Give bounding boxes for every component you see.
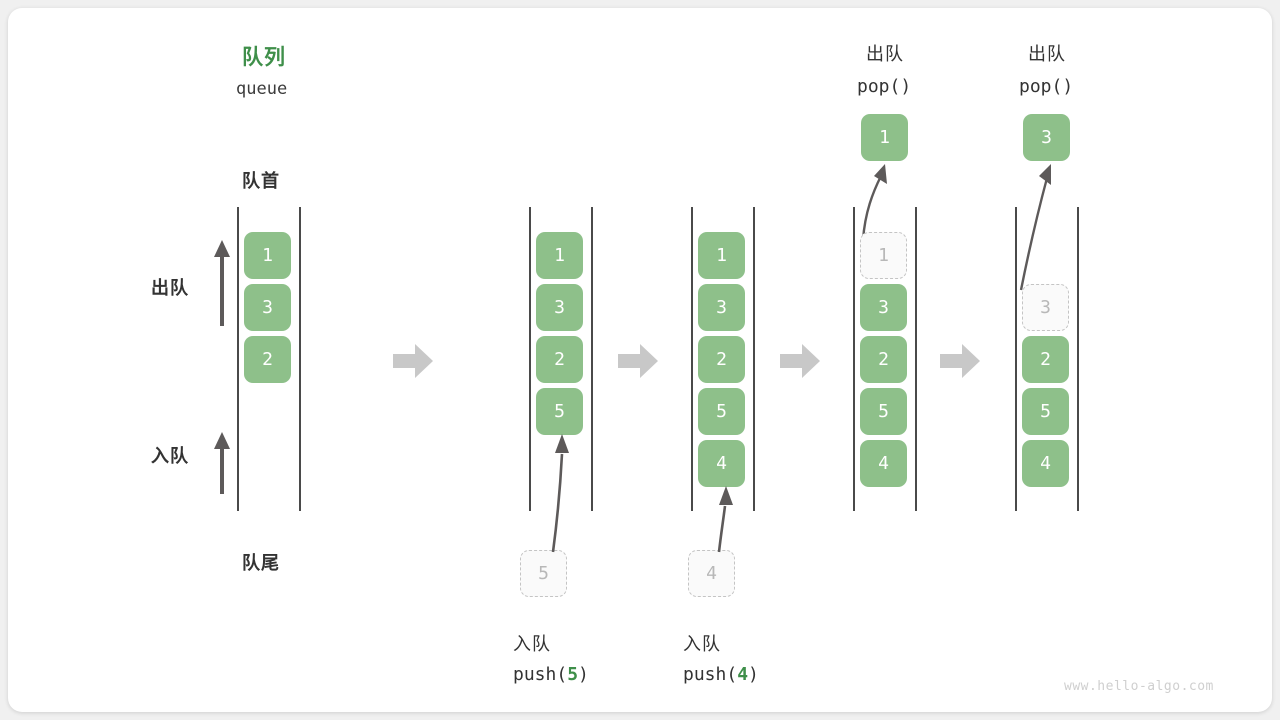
queue-cell: 3 (244, 284, 291, 331)
diagram-title-en: queue (236, 79, 288, 99)
queue-rail-left-4 (853, 207, 855, 511)
incoming-ghost-cell: 4 (688, 550, 735, 597)
pop2-code: pop() (1019, 76, 1074, 97)
push5-label-cn: 入队 (513, 634, 551, 654)
queue-rail-right-1 (299, 207, 301, 511)
queue-cell: 1 (244, 232, 291, 279)
queue-cell: 4 (1022, 440, 1069, 487)
queue-rail-left-3 (691, 207, 693, 511)
queue-cell: 5 (698, 388, 745, 435)
enqueue-direction-label: 入队 (151, 446, 189, 466)
push5-close: ) (578, 664, 589, 685)
push4-code: push(4) (683, 664, 759, 685)
push5-code: push(5) (513, 664, 589, 685)
dequeue-up-arrow-icon (211, 240, 233, 326)
popped-cell: 1 (861, 114, 908, 161)
pop2-label-cn: 出队 (1028, 44, 1066, 64)
queue-cell: 2 (1022, 336, 1069, 383)
incoming-ghost-cell: 5 (520, 550, 567, 597)
queue-cell: 5 (1022, 388, 1069, 435)
enqueue-curve-arrow-icon (701, 484, 747, 554)
queue-rail-left-2 (529, 207, 531, 511)
push5-fn: push( (513, 664, 568, 685)
diagram-title-cn: 队列 (242, 46, 286, 69)
watermark: www.hello-algo.com (1064, 679, 1214, 694)
diagram-stage: 队列 queue 队首 队尾 出队 入队 1 3 2 1 3 2 5 5 (8, 8, 1272, 712)
queue-cell: 1 (698, 232, 745, 279)
queue-back-label: 队尾 (242, 553, 280, 573)
push4-label-cn: 入队 (683, 634, 721, 654)
queue-cell: 3 (860, 284, 907, 331)
queue-cell: 4 (698, 440, 745, 487)
pop1-label-cn: 出队 (866, 44, 904, 64)
pop1-code: pop() (857, 76, 912, 97)
queue-cell: 2 (860, 336, 907, 383)
enqueue-curve-arrow-icon (533, 432, 583, 554)
push4-arg: 4 (737, 664, 749, 685)
queue-cell: 1 (536, 232, 583, 279)
queue-rail-right-2 (591, 207, 593, 511)
popped-cell: 3 (1023, 114, 1070, 161)
queue-cell: 2 (698, 336, 745, 383)
push4-fn: push( (683, 664, 738, 685)
step-arrow-icon (393, 344, 433, 378)
queue-cell: 5 (860, 388, 907, 435)
queue-rail-left-5 (1015, 207, 1017, 511)
queue-rail-left-1 (237, 207, 239, 511)
queue-cell: 3 (536, 284, 583, 331)
dequeue-direction-label: 出队 (151, 278, 189, 298)
queue-rail-right-3 (753, 207, 755, 511)
queue-cell-ghost: 3 (1022, 284, 1069, 331)
pop-curve-arrow-icon (1013, 164, 1065, 292)
queue-rail-right-5 (1077, 207, 1079, 511)
queue-cell: 2 (244, 336, 291, 383)
push4-close: ) (748, 664, 759, 685)
queue-cell: 2 (536, 336, 583, 383)
queue-cell-ghost: 1 (860, 232, 907, 279)
enqueue-up-arrow-icon (211, 432, 233, 494)
queue-rail-right-4 (915, 207, 917, 511)
step-arrow-icon (618, 344, 658, 378)
push5-arg: 5 (567, 664, 579, 685)
step-arrow-icon (940, 344, 980, 378)
queue-front-label: 队首 (242, 171, 280, 191)
diagram-card: 队列 queue 队首 队尾 出队 入队 1 3 2 1 3 2 5 5 (8, 8, 1272, 712)
queue-cell: 3 (698, 284, 745, 331)
queue-cell: 5 (536, 388, 583, 435)
step-arrow-icon (780, 344, 820, 378)
queue-cell: 4 (860, 440, 907, 487)
pop-curve-arrow-icon (853, 164, 899, 242)
